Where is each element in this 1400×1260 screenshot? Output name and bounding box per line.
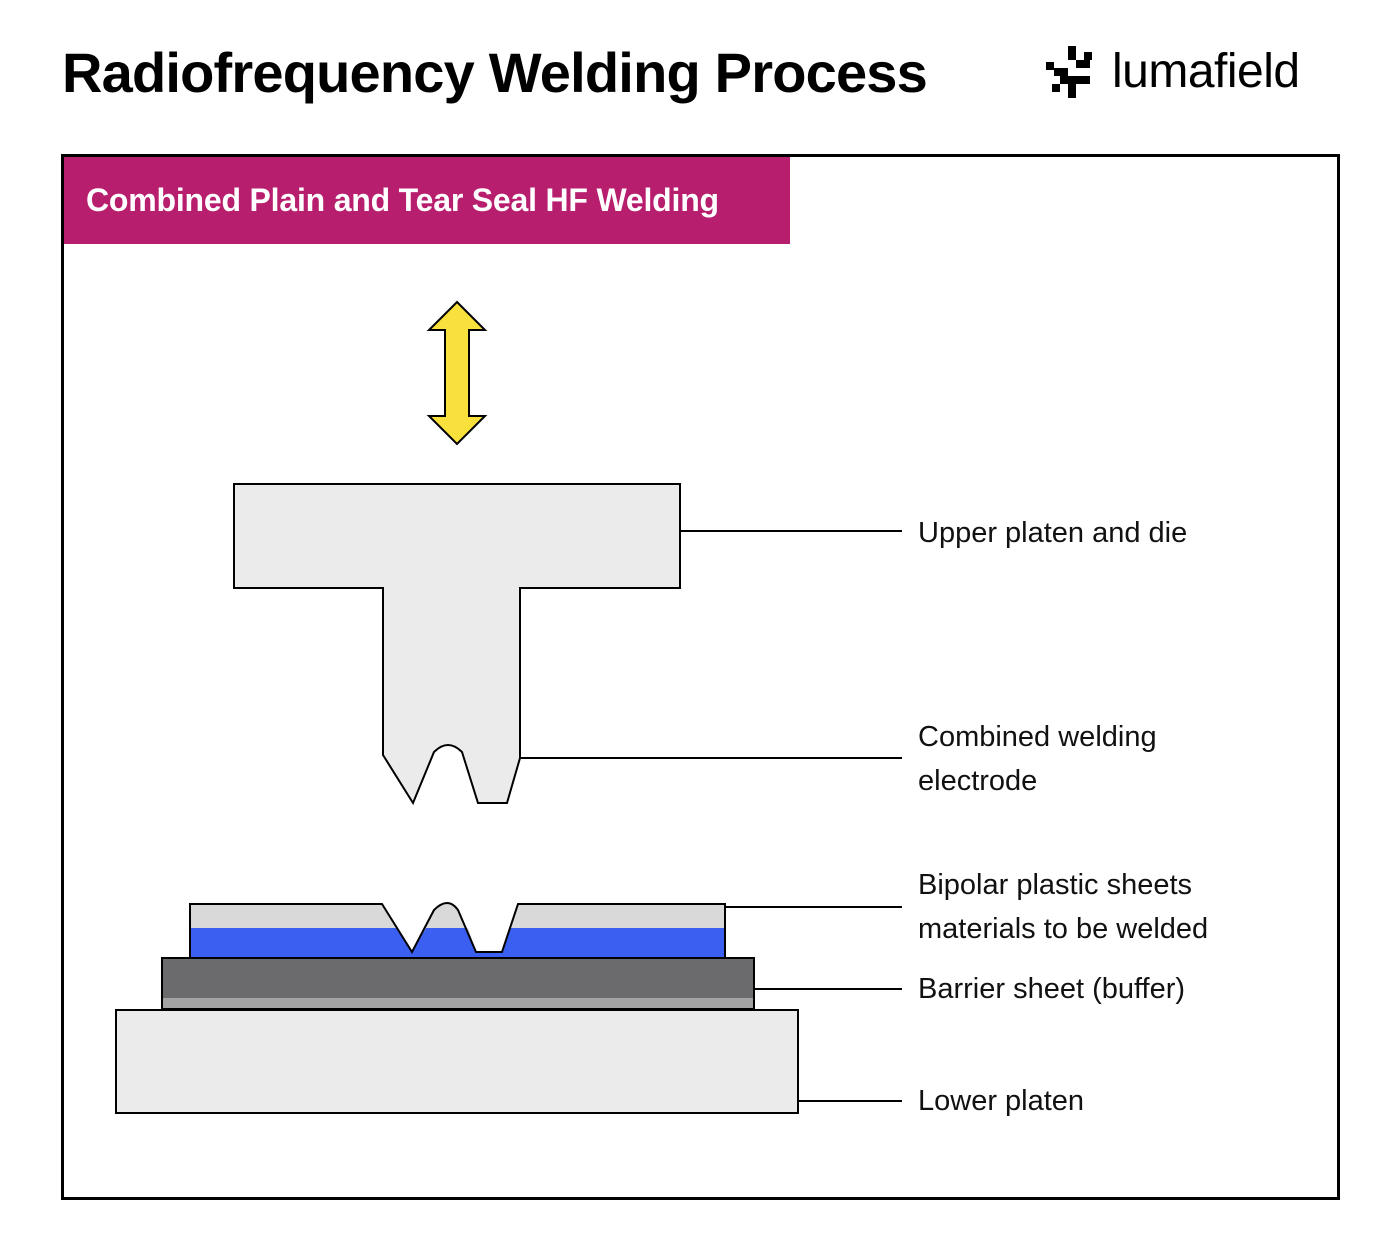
label-lower-platen: Lower platen	[918, 1085, 1085, 1117]
page-title: Radiofrequency Welding Process	[62, 41, 928, 104]
brand-logo: lumafield	[1046, 44, 1300, 100]
label-barrier-sheet: Barrier sheet (buffer)	[918, 973, 1186, 1005]
upper-platen-and-die	[233, 483, 681, 806]
up-down-arrow-icon	[426, 300, 488, 446]
plastic-sheet-grey	[190, 903, 725, 952]
label-upper-platen: Upper platen and die	[918, 517, 1188, 549]
brand-name: lumafield	[1112, 45, 1300, 98]
barrier-sheet	[162, 958, 754, 998]
lumafield-mark-icon	[1046, 46, 1092, 98]
label-electrode: Combined welding electrode	[918, 721, 1157, 797]
lower-platen	[115, 1009, 799, 1114]
panel-heading: Combined Plain and Tear Seal HF Welding	[64, 157, 790, 244]
plastic-sheet-blue	[190, 928, 725, 958]
label-plastic-sheets: Bipolar plastic sheets materials to be w…	[918, 869, 1209, 945]
barrier-sheet-lower-band	[162, 998, 754, 1009]
plastic-sheets-outline	[189, 902, 726, 959]
